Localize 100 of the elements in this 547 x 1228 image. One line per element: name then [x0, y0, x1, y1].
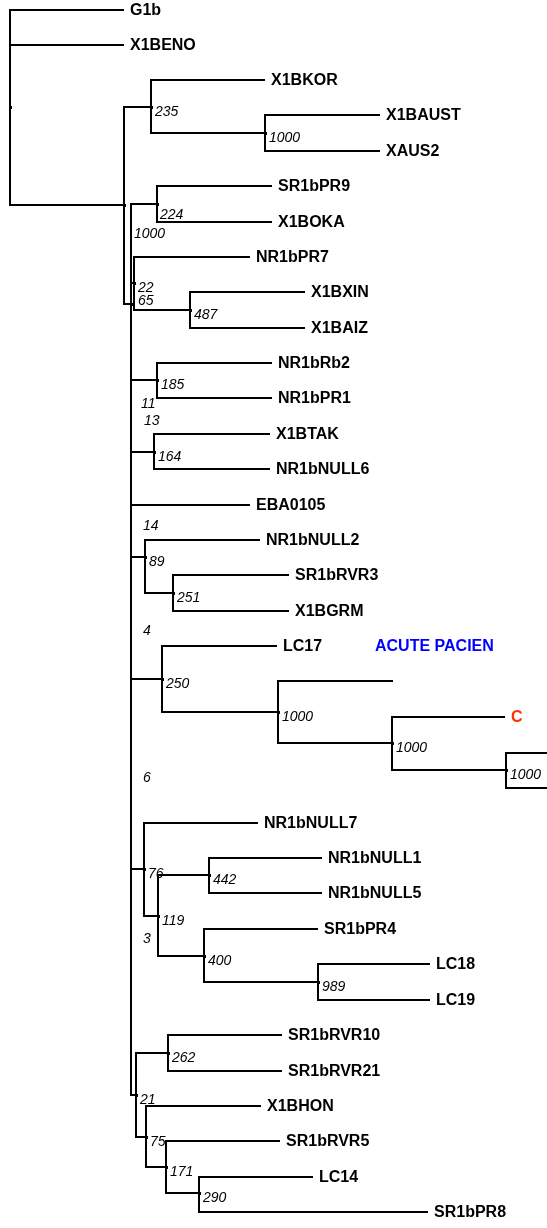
tree-branch [189, 309, 306, 329]
tree-branch [135, 1094, 147, 1138]
tree-branch [157, 915, 205, 957]
branch-junction [188, 308, 192, 312]
taxon-label: X1BENO [130, 35, 196, 55]
taxon-label: SR1bRVR3 [295, 565, 379, 585]
branch-junction [263, 131, 267, 135]
tree-branch [505, 752, 547, 771]
tree-branch [277, 680, 394, 713]
tree-branch [391, 742, 507, 771]
bootstrap-value: 1000 [510, 766, 542, 782]
tree-branch [391, 716, 506, 744]
tree-branch [145, 1136, 167, 1168]
tree-branch [156, 379, 273, 399]
branch-junction [390, 741, 394, 745]
bootstrap-value: 400 [208, 952, 232, 968]
branch-junction [155, 378, 159, 382]
taxon-label: NR1bNULL2 [266, 530, 360, 550]
taxon-label: NR1bNULL5 [328, 883, 422, 903]
tree-branch [156, 362, 273, 381]
bootstrap-value: 185 [161, 376, 185, 392]
tree-branch [144, 539, 261, 558]
bootstrap-value: 164 [158, 448, 182, 464]
branch-junction [122, 203, 126, 207]
taxon-label: NR1bPR1 [278, 388, 351, 408]
tree-branch [317, 963, 431, 983]
bootstrap-value: 13 [144, 412, 160, 428]
tree-branch [189, 291, 306, 311]
taxon-label: SR1bPR8 [434, 1202, 507, 1222]
branch-junction [143, 555, 147, 559]
branch-junction [142, 867, 146, 871]
branch-junction [160, 677, 164, 681]
taxon-label: NR1bRb2 [278, 353, 350, 373]
tree-branch [198, 1192, 429, 1213]
tree-branch [144, 556, 174, 594]
branch-junction [132, 281, 136, 285]
taxon-label: X1BXIN [311, 282, 369, 302]
tree-branch [167, 1034, 283, 1054]
tree-branch [264, 114, 381, 134]
bootstrap-value: 1000 [134, 225, 166, 241]
group-label: ACUTE PACIEN [375, 636, 494, 656]
branch-junction [144, 1135, 148, 1139]
branch-junction [149, 105, 153, 109]
taxon-label: X1BAIZ [311, 318, 368, 338]
taxon-label: SR1bPR9 [278, 176, 351, 196]
branch-junction [202, 954, 206, 958]
branch-junction [207, 873, 211, 877]
branch-junction [171, 591, 175, 595]
bootstrap-value: 14 [143, 517, 159, 533]
tree-branch [172, 574, 290, 594]
tree-branch [203, 955, 319, 983]
tree-branch [165, 1166, 200, 1194]
taxon-label: NR1bNULL7 [264, 813, 358, 833]
bootstrap-value: 250 [166, 675, 190, 691]
branch-junction [504, 768, 508, 772]
branch-junction [166, 1051, 170, 1055]
tree-branch [153, 433, 271, 453]
branch-junction [152, 450, 156, 454]
bootstrap-value: 235 [155, 103, 179, 119]
taxon-label: NR1bNULL6 [276, 459, 370, 479]
tree-branch [123, 106, 152, 206]
bootstrap-value: 224 [160, 206, 184, 222]
branch-junction [155, 202, 159, 206]
branch-junction [197, 1191, 201, 1195]
bootstrap-value: 11 [141, 395, 156, 411]
tree-branch [157, 874, 210, 917]
taxon-label: X1BHON [267, 1096, 334, 1116]
tree-branch [130, 282, 135, 305]
taxon-label: NR1bPR7 [256, 247, 329, 267]
taxon-label: NR1bNULL1 [328, 848, 422, 868]
taxon-label: SR1bRVR5 [286, 1131, 370, 1151]
tree-branch [133, 256, 251, 284]
bootstrap-value: 3 [143, 930, 151, 946]
bootstrap-value: 171 [170, 1163, 194, 1179]
taxon-label: LC18 [436, 954, 476, 974]
bootstrap-value: 1000 [396, 739, 428, 755]
bootstrap-value: 6 [143, 769, 151, 785]
bootstrap-value: 1000 [282, 708, 314, 724]
tree-branch [135, 1052, 169, 1096]
tree-branch [198, 1176, 314, 1194]
taxon-label: G1b [130, 0, 162, 20]
tree-branch [145, 1105, 262, 1138]
taxon-label: XAUS2 [386, 141, 440, 161]
tree-branch [208, 874, 323, 894]
tree-branch [150, 106, 266, 134]
taxon-label: SR1bPR4 [324, 919, 397, 939]
tree-branch [505, 769, 547, 789]
tree-branch [172, 592, 290, 612]
branch-junction [164, 1165, 168, 1169]
taxon-label: X1BAUST [386, 105, 461, 125]
tree-branch [133, 282, 191, 311]
branch-junction [316, 980, 320, 984]
tree-branch [143, 822, 259, 870]
branch-junction [129, 302, 133, 306]
bootstrap-value: 4 [143, 622, 151, 638]
tree-branch [161, 678, 279, 713]
taxon-label: SR1bRVR10 [288, 1025, 381, 1045]
tree-branch [317, 981, 431, 1001]
tree-branch [123, 204, 132, 305]
tree-branch [167, 1052, 283, 1072]
